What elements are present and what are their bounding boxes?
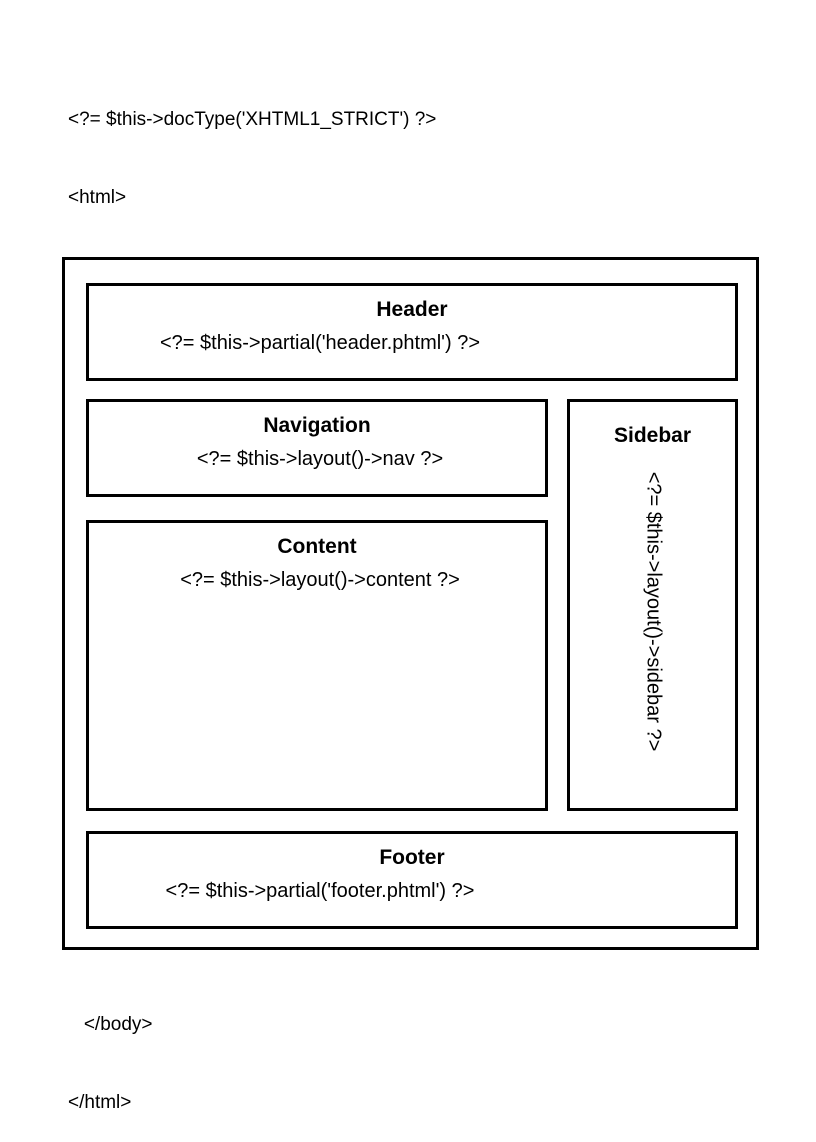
- region-navigation-title: Navigation: [263, 414, 371, 437]
- region-navigation: Navigation <?= $this->layout()->nav ?>: [86, 399, 548, 497]
- code-line: </body>: [68, 1014, 153, 1035]
- layout-container: Header <?= $this->partial('header.phtml'…: [62, 257, 759, 950]
- region-sidebar-title: Sidebar: [613, 424, 692, 447]
- region-sidebar-code-wrapper: <?= $this->layout()->sidebar ?>: [570, 460, 735, 800]
- region-footer-code: <?= $this->partial('footer.phtml') ?>: [165, 880, 475, 902]
- region-sidebar-code: <?= $this->layout()->sidebar ?>: [642, 471, 665, 752]
- region-content-code: <?= $this->layout()->content ?>: [180, 569, 460, 591]
- region-navigation-code: <?= $this->layout()->nav ?>: [196, 448, 444, 470]
- region-header: Header <?= $this->partial('header.phtml'…: [86, 283, 738, 381]
- code-line: <?= $this->docType('XHTML1_STRICT') ?>: [68, 109, 437, 130]
- region-content: Content <?= $this->layout()->content ?>: [86, 520, 548, 811]
- region-header-title: Header: [376, 298, 448, 321]
- region-content-title: Content: [277, 535, 357, 558]
- region-header-code: <?= $this->partial('header.phtml') ?>: [159, 332, 481, 354]
- code-block-bottom: </body> </html>: [68, 960, 153, 1142]
- region-footer: Footer <?= $this->partial('footer.phtml'…: [86, 831, 738, 929]
- region-sidebar: Sidebar <?= $this->layout()->sidebar ?>: [567, 399, 738, 811]
- region-footer-title: Footer: [379, 846, 445, 869]
- code-line: <html>: [68, 187, 127, 208]
- code-line: </html>: [68, 1092, 132, 1113]
